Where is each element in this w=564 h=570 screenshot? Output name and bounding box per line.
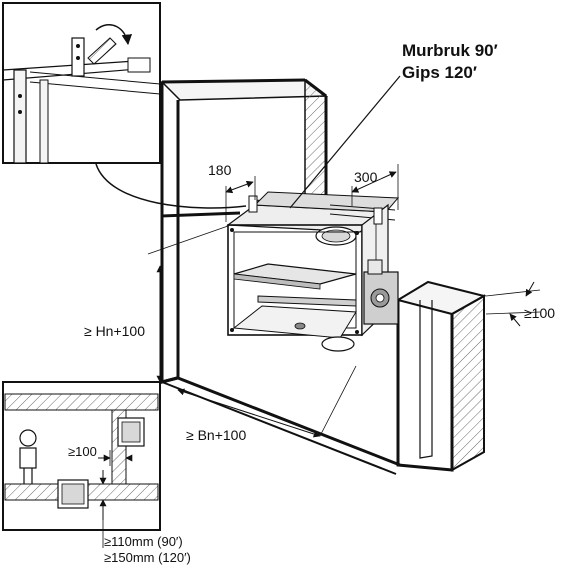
- section-inset: [2, 381, 161, 548]
- fire-damper: [226, 191, 400, 352]
- callout-curve: [95, 163, 247, 209]
- dim-height-label: ≥ Hn+100: [84, 323, 145, 339]
- person-icon: [19, 429, 37, 447]
- fire-rating-leader: [289, 75, 401, 209]
- wall: [160, 78, 487, 475]
- detail-inset: [2, 2, 161, 164]
- clearance-90-label: ≥110mm (90′): [104, 534, 183, 549]
- dim-height-line: [147, 225, 229, 383]
- dim-300-line: [351, 164, 399, 210]
- fire-rating-line1: Murbruk 90′: [402, 41, 498, 60]
- dim-100-right-line: [485, 281, 541, 327]
- dim-100-right-label: ≥100: [524, 305, 555, 321]
- inset-d100-label: ≥100: [68, 444, 97, 459]
- dim-width-label: ≥ Bn+100: [186, 427, 246, 443]
- dim-180-line: [225, 176, 256, 222]
- fire-rating-line2: Gips 120′: [402, 63, 477, 82]
- dim-width-line: [177, 365, 357, 438]
- clearance-120-label: ≥150mm (120′): [104, 550, 191, 565]
- dim-300-label: 300: [354, 169, 378, 185]
- dim-180-label: 180: [208, 162, 232, 178]
